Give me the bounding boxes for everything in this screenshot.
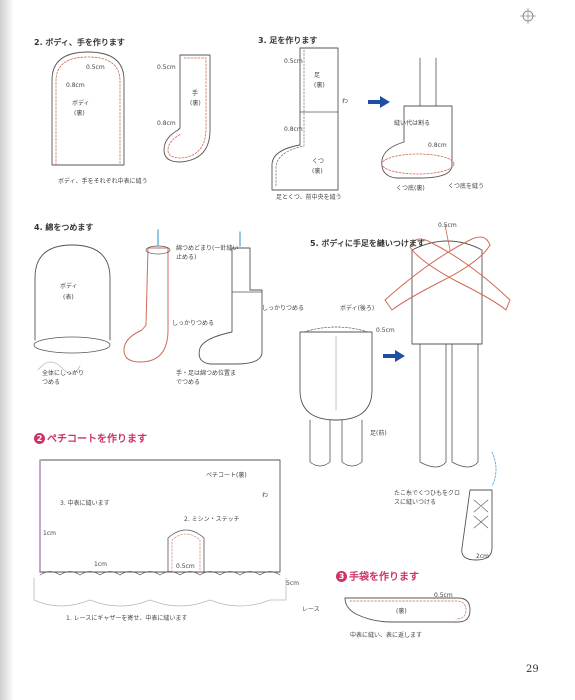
glove-caption: 中表に縫い、表に返します bbox=[350, 632, 423, 639]
stuffed-leg-drawing bbox=[198, 231, 263, 365]
stuffed-hand-drawing bbox=[123, 229, 171, 363]
petticoat-fabric-label: ペチコート(裏) bbox=[206, 472, 247, 479]
step-2-heading: 2. ボディ、手を作ります bbox=[34, 38, 125, 47]
leg-shoe-drawing bbox=[271, 47, 339, 191]
leg-front-label: 足(前) bbox=[370, 430, 387, 437]
seam-allowance-label: 0.5cm bbox=[157, 64, 176, 71]
seam-allowance-label: 1cm bbox=[94, 561, 107, 568]
step-2-caption: ボディ、手をそれぞれ中表に縫う bbox=[58, 178, 148, 185]
seam-allowance-label: 0.8cm bbox=[66, 82, 85, 89]
glove-drawing bbox=[344, 597, 471, 623]
section-number-badge: 2 bbox=[34, 433, 45, 444]
measure-label: 2cm bbox=[476, 553, 489, 560]
glove-heading-text: 手袋を作ります bbox=[349, 572, 419, 583]
firm-stuffing-note: しっかりつめる bbox=[262, 305, 305, 312]
seam-allowance-label: 0.5cm bbox=[86, 64, 105, 71]
seam-allowance-label: 0.8cm bbox=[428, 142, 447, 149]
step-3-heading: 3. 足を作ります bbox=[258, 36, 318, 45]
seam-open-note: 縫い代は割る bbox=[394, 120, 431, 127]
fold-mark-label: わ bbox=[262, 492, 269, 499]
stuffing-stop-note: 綿つめどまり(一針縫い止める) bbox=[176, 245, 239, 261]
petticoat-step-1: 1. レースにギャザーを寄せ、中表に縫います bbox=[66, 615, 188, 622]
fabric-side-label: (裏) bbox=[314, 82, 325, 89]
page-number: 29 bbox=[526, 664, 539, 675]
seam-allowance-label: 0.5cm bbox=[376, 327, 395, 334]
fold-mark-label: わ bbox=[342, 98, 349, 105]
doll-assembly-drawing bbox=[384, 224, 511, 468]
body-back-label: ボディ(後ろ) bbox=[340, 305, 375, 312]
fabric-side-label: (裏) bbox=[396, 608, 407, 615]
firm-stuffing-note: しっかりつめる bbox=[172, 320, 215, 327]
fabric-side-label: (裏) bbox=[74, 110, 85, 117]
seam-allowance-label: 0.5cm bbox=[438, 222, 457, 229]
seam-allowance-label: 0.5cm bbox=[284, 58, 303, 65]
limb-stuffing-note: 手・足は綿つめ位置までつめる bbox=[176, 370, 237, 386]
sole-sew-note: くつ底を縫う bbox=[448, 183, 485, 190]
next-step-arrow-icon bbox=[383, 350, 405, 362]
stuffing-note: 全体にしっかりつめる bbox=[42, 370, 85, 386]
shoe-sole-label: くつ底(裏) bbox=[396, 185, 425, 192]
shoe-lace-detail-drawing bbox=[461, 451, 497, 561]
next-step-arrow-icon bbox=[368, 96, 390, 108]
fabric-side-label: (裏) bbox=[190, 100, 201, 107]
body-piece-label: ボディ bbox=[60, 283, 78, 290]
shoelace-note: たこ糸でくつひもをクロスに縫いつける bbox=[394, 490, 461, 506]
registration-mark-icon bbox=[520, 8, 536, 24]
seam-allowance-label: 0.5cm bbox=[176, 563, 195, 570]
fabric-side-label: (表) bbox=[63, 294, 74, 301]
body-piece-label: ボディ bbox=[72, 100, 90, 107]
seam-allowance-label: 0.8cm bbox=[284, 126, 303, 133]
seam-allowance-label: 0.5cm bbox=[434, 592, 453, 599]
shoe-piece-label: くつ bbox=[312, 158, 325, 165]
section-number-badge: 3 bbox=[336, 571, 347, 582]
hand-piece-drawing bbox=[163, 54, 211, 163]
fabric-side-label: (裏) bbox=[312, 168, 323, 175]
step-3-caption: 足とくつ、前中央を縫う bbox=[276, 194, 342, 201]
seam-allowance-label: 1cm bbox=[43, 530, 56, 537]
step-4-heading: 4. 綿をつめます bbox=[34, 223, 94, 232]
leg-piece-label: 足 bbox=[314, 72, 321, 79]
finished-boot-drawing bbox=[381, 57, 455, 179]
petticoat-drawing bbox=[33, 459, 287, 607]
body-piece-drawing bbox=[51, 51, 125, 166]
petticoat-heading-text: ペチコートを作ります bbox=[47, 434, 147, 445]
step-5-heading: 5. ボディに手足を縫いつけます bbox=[310, 239, 425, 248]
book-spine bbox=[0, 0, 14, 700]
body-assembly-drawing bbox=[299, 326, 373, 467]
stuffed-body-drawing bbox=[33, 244, 111, 374]
petticoat-step-2: 2. ミシン・ステッチ bbox=[184, 516, 240, 523]
lace-width-label: 5cm bbox=[286, 580, 299, 587]
petticoat-step-3: 3. 中表に縫います bbox=[60, 500, 110, 507]
hand-piece-label: 手 bbox=[192, 90, 199, 97]
seam-allowance-label: 0.8cm bbox=[157, 120, 176, 127]
lace-label: レース bbox=[302, 606, 320, 613]
